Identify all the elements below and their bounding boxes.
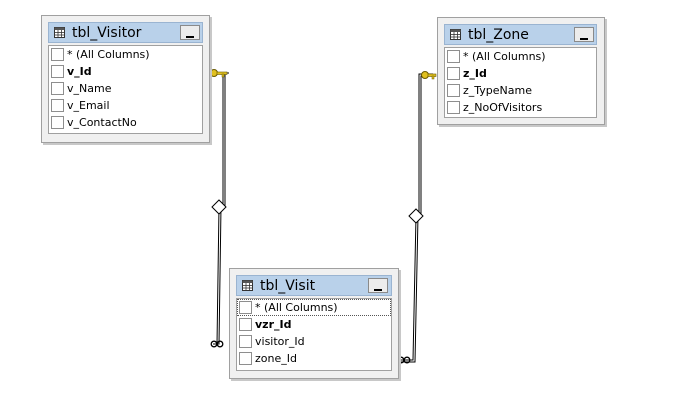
table-title: tbl_Visitor — [72, 25, 142, 41]
table-title: tbl_Zone — [468, 27, 529, 43]
column-checkbox[interactable] — [447, 101, 460, 114]
column-row-z-noofvisitors[interactable]: z_NoOfVisitors — [445, 99, 596, 116]
table-title-bar[interactable]: tbl_Visitor — [48, 22, 203, 43]
primary-key-column-label: vzr_Id — [255, 318, 292, 331]
column-row-visitor-id[interactable]: visitor_Id — [237, 333, 391, 350]
column-list: * (All Columns) vzr_Id visitor_Id zone_I… — [236, 298, 392, 371]
column-checkbox[interactable] — [239, 318, 252, 331]
column-checkbox[interactable] — [51, 82, 64, 95]
column-label: v_Name — [67, 82, 112, 95]
table-grid-icon — [450, 29, 461, 40]
table-grid-icon — [54, 27, 65, 38]
column-label: z_TypeName — [463, 84, 532, 97]
column-checkbox[interactable] — [51, 116, 64, 129]
column-label: v_ContactNo — [67, 116, 137, 129]
table-tbl-visit[interactable]: tbl_Visit * (All Columns) vzr_Id visitor… — [229, 268, 399, 379]
key-icon — [421, 71, 437, 80]
column-row-vzr-id[interactable]: vzr_Id — [237, 316, 391, 333]
column-checkbox[interactable] — [51, 65, 64, 78]
column-checkbox[interactable] — [51, 99, 64, 112]
column-label: * (All Columns) — [255, 301, 338, 314]
column-row-v-email[interactable]: v_Email — [49, 97, 202, 114]
column-checkbox[interactable] — [239, 301, 252, 314]
column-label: v_Email — [67, 99, 110, 112]
minimize-button[interactable] — [368, 278, 388, 293]
minimize-icon — [186, 36, 194, 38]
column-row-v-name[interactable]: v_Name — [49, 80, 202, 97]
column-row-v-id[interactable]: v_Id — [49, 63, 202, 80]
relationship-diamond-icon — [211, 199, 227, 215]
column-row-z-id[interactable]: z_Id — [445, 65, 596, 82]
relationship-zone-visit[interactable] — [397, 71, 437, 364]
table-title: tbl_Visit — [260, 278, 316, 294]
column-row-all-columns[interactable]: * (All Columns) — [49, 46, 202, 63]
column-checkbox[interactable] — [447, 50, 460, 63]
key-icon — [210, 69, 228, 78]
column-label: zone_Id — [255, 352, 297, 365]
minimize-button[interactable] — [180, 25, 200, 40]
column-row-all-columns[interactable]: * (All Columns) — [445, 48, 596, 65]
column-checkbox[interactable] — [239, 335, 252, 348]
column-label: * (All Columns) — [67, 48, 150, 61]
column-row-zone-id[interactable]: zone_Id — [237, 350, 391, 367]
column-checkbox[interactable] — [447, 67, 460, 80]
relationship-diamond-icon — [408, 208, 424, 224]
table-title-bar[interactable]: tbl_Visit — [236, 275, 392, 296]
column-row-v-contactno[interactable]: v_ContactNo — [49, 114, 202, 131]
column-label: visitor_Id — [255, 335, 305, 348]
column-checkbox[interactable] — [51, 48, 64, 61]
table-tbl-zone[interactable]: tbl_Zone * (All Columns) z_Id z_TypeName… — [437, 17, 605, 125]
table-title-bar[interactable]: tbl_Zone — [444, 24, 597, 45]
minimize-icon — [374, 289, 382, 291]
primary-key-column-label: z_Id — [463, 67, 487, 80]
column-list: * (All Columns) z_Id z_TypeName z_NoOfVi… — [444, 47, 597, 118]
column-label: z_NoOfVisitors — [463, 101, 543, 114]
infinity-icon — [210, 340, 224, 348]
minimize-button[interactable] — [574, 27, 594, 42]
column-checkbox[interactable] — [239, 352, 252, 365]
column-label: * (All Columns) — [463, 50, 546, 63]
relationship-visitor-visit[interactable] — [210, 69, 230, 348]
column-row-all-columns[interactable]: * (All Columns) — [237, 299, 391, 316]
primary-key-column-label: v_Id — [67, 65, 92, 78]
table-grid-icon — [242, 280, 253, 291]
minimize-icon — [580, 38, 588, 40]
table-tbl-visitor[interactable]: tbl_Visitor * (All Columns) v_Id v_Name … — [41, 15, 210, 143]
column-checkbox[interactable] — [447, 84, 460, 97]
column-row-z-typename[interactable]: z_TypeName — [445, 82, 596, 99]
column-list: * (All Columns) v_Id v_Name v_Email v_Co… — [48, 45, 203, 134]
